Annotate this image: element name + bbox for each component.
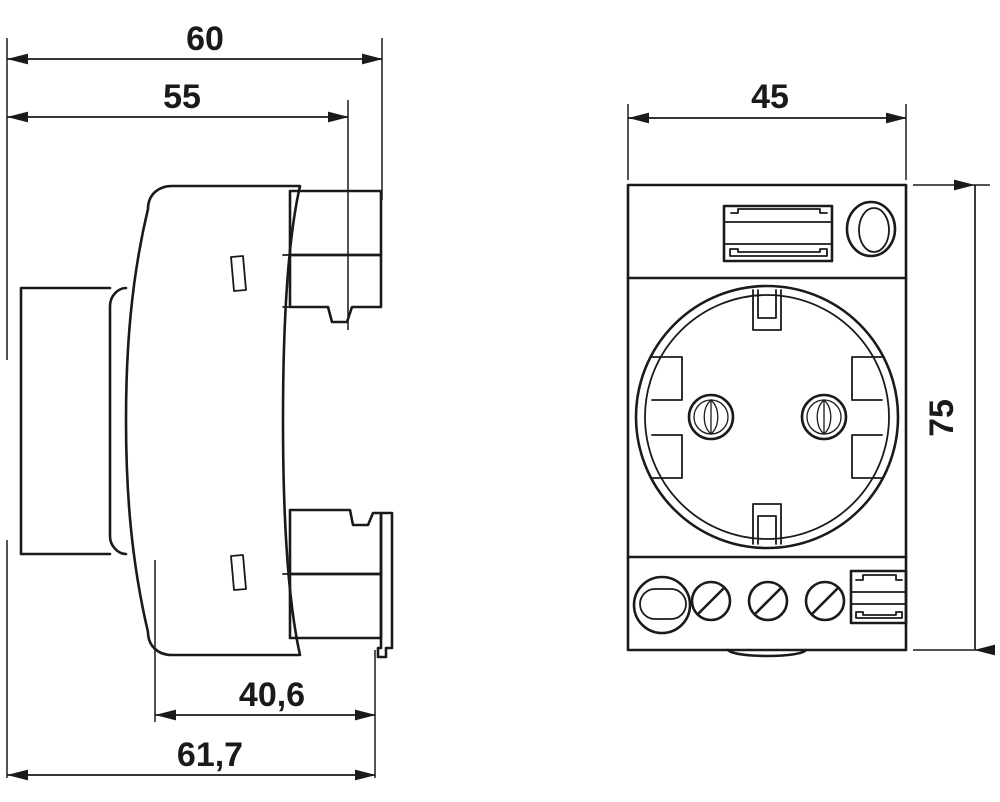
- dimension-45: 45: [627, 78, 907, 180]
- dim-617-label: 61,7: [177, 736, 243, 774]
- housing-curve-edge: [282, 185, 301, 656]
- slot-marker-upper: [230, 255, 247, 292]
- rear-block-upper-hook: [288, 253, 383, 324]
- screw-terminal-3[interactable]: [804, 580, 846, 622]
- dimension-617: 61,7: [7, 736, 376, 781]
- din-rail-clip: [722, 204, 834, 263]
- socket-rib-left-upper: [651, 356, 683, 401]
- socket-rib-left-lower: [651, 434, 683, 479]
- rear-block-lower-hook: [288, 508, 383, 576]
- pin-hole-left-outer: [687, 393, 735, 441]
- earth-contact-top: [752, 289, 782, 331]
- terminal-block-notch-bottom: [855, 611, 903, 619]
- side-view: [6, 38, 394, 778]
- oval-indicator-outer: [845, 200, 897, 258]
- rail-plate-lower: [376, 511, 394, 659]
- dim-406-label: 40,6: [239, 676, 305, 714]
- din-clip-notch-bottom: [729, 248, 828, 257]
- pin-hole-left-arc-b: [710, 399, 719, 435]
- dimension-60: 60: [7, 20, 383, 65]
- dimension-406: 40,6: [155, 676, 376, 721]
- pin-hole-left: [687, 393, 735, 441]
- screw-slot-1: [697, 587, 725, 615]
- screw-head-3: [804, 580, 846, 622]
- earth-contact-top-inner: [757, 289, 777, 319]
- front-bezel-plate: [19, 286, 112, 556]
- oval-port-outer: [632, 575, 692, 635]
- dim-60-label: 60: [186, 20, 224, 58]
- pin-hole-right: [800, 393, 848, 441]
- earth-contact-bottom-inner: [757, 515, 777, 545]
- din-clip-notch-top: [730, 208, 828, 214]
- dim-75-label: 75: [923, 399, 961, 437]
- rear-block-lower: [288, 572, 383, 640]
- schuko-socket-outlet: [634, 284, 900, 550]
- oval-port-inner: [639, 588, 687, 620]
- oval-indicator-inner: [858, 207, 890, 253]
- housing-body: [124, 184, 302, 657]
- front-view: [626, 183, 908, 658]
- screw-head-1: [690, 580, 732, 622]
- socket-rib-right-upper: [851, 356, 883, 401]
- dim-45-label: 45: [751, 78, 789, 116]
- socket-outer-circle: [634, 284, 900, 550]
- screw-slot-2: [754, 587, 782, 615]
- screw-head-2: [747, 580, 789, 622]
- slot-marker-lower: [230, 554, 247, 591]
- terminal-block: [849, 569, 908, 625]
- rear-block-upper: [288, 189, 383, 257]
- pin-hole-right-outer: [800, 393, 848, 441]
- dimension-75: 75: [913, 179, 995, 656]
- socket-inner-circle: [644, 294, 890, 540]
- pin-hole-left-arc-a: [703, 399, 712, 435]
- socket-rib-right-lower: [851, 434, 883, 479]
- screw-terminal-2[interactable]: [747, 580, 789, 622]
- earth-contact-bottom: [752, 503, 782, 545]
- front-body-outline: [626, 183, 908, 652]
- pin-hole-right-arc-b: [823, 399, 832, 435]
- screw-slot-3: [811, 587, 839, 615]
- bottom-tab: [726, 648, 808, 658]
- pin-hole-right-arc-a: [816, 399, 825, 435]
- dim-55-label: 55: [163, 78, 201, 116]
- terminal-block-notch-top: [855, 574, 903, 581]
- screw-terminal-1[interactable]: [690, 580, 732, 622]
- front-bezel-curve: [108, 286, 128, 556]
- dimension-55: 55: [7, 78, 349, 123]
